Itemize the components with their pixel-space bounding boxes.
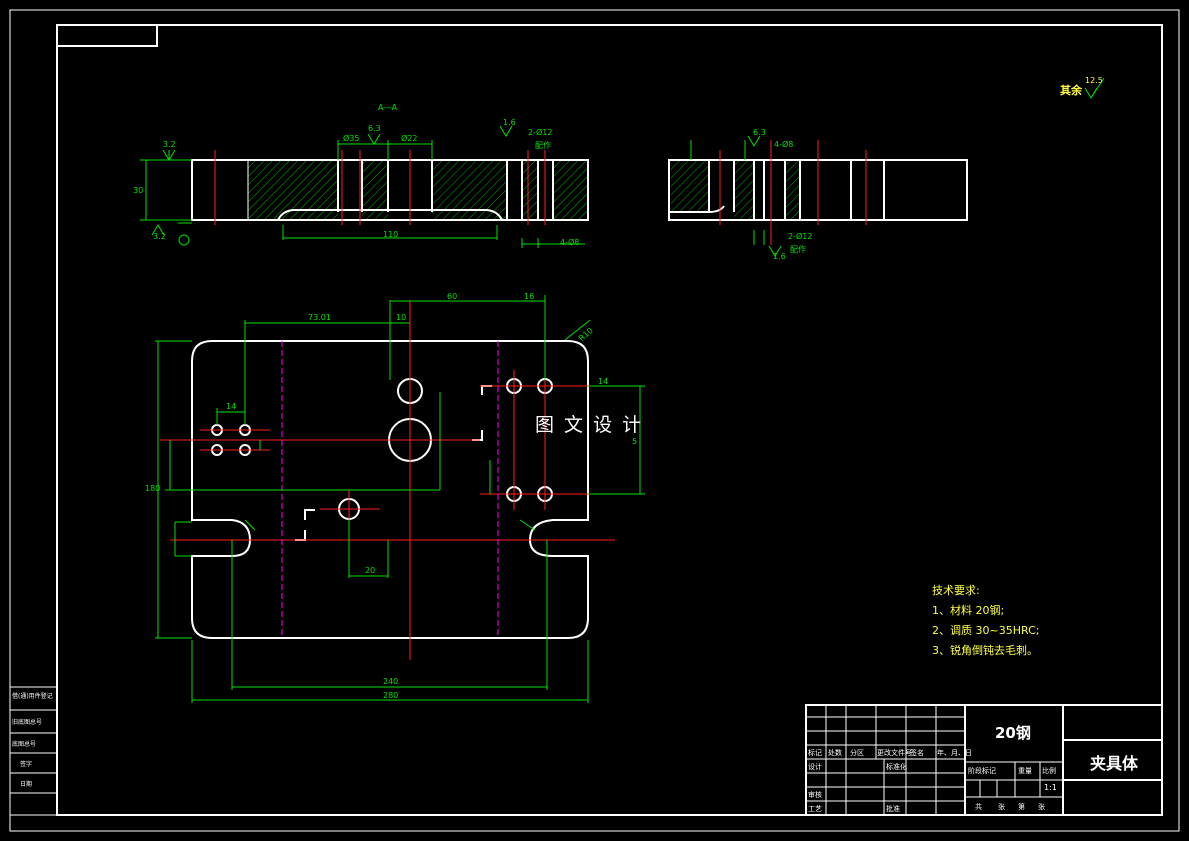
side-table: [9, 686, 58, 816]
dim-280: 280: [383, 691, 399, 700]
section-label: A—A: [378, 103, 397, 112]
top-left-tab: [57, 25, 158, 47]
dim-240: 240: [383, 677, 399, 686]
tech-item-1: 1、材料 20钢;: [932, 604, 1005, 617]
dim-110: 110: [383, 230, 399, 239]
dim-14b: 14: [598, 377, 609, 386]
tb-row-5: 年、月、日: [937, 749, 972, 757]
peizuo-label-b: 配作: [790, 245, 806, 254]
tb-stage-1: 重量: [1018, 767, 1032, 775]
rough-6-3-a: 6.3: [368, 124, 381, 133]
holes-2-label: 2-Ø12: [528, 128, 553, 137]
plan-view: [155, 295, 645, 703]
dim-phi35: Ø35: [343, 134, 360, 143]
tb-left-4: 批准: [886, 805, 900, 813]
rough-3-2-a: 3.2: [163, 140, 176, 149]
tb-row-0: 标记: [808, 749, 822, 757]
side-row-2: 底图总号: [12, 741, 37, 748]
holes-4-label: 4-Ø8: [560, 238, 580, 247]
drawing-frame: [56, 24, 1163, 816]
dim-16: 16: [524, 292, 535, 301]
peizuo-label-a: 配作: [535, 141, 551, 150]
dim-5: 5: [632, 437, 638, 446]
tech-item-2: 2、调质 30~35HRC;: [932, 624, 1040, 637]
tb-row-4: 签名: [910, 749, 924, 757]
side-view: [668, 135, 968, 257]
part-name: 夹具体: [1090, 754, 1139, 773]
sheet-border: [9, 9, 1180, 832]
tb-left-1: 标准化: [886, 763, 907, 771]
tb-left-2: 审核: [808, 791, 822, 799]
tb-stage-0: 阶段标记: [968, 767, 996, 775]
roughness-other-value: 12.5: [1085, 76, 1103, 85]
tb-stage-2: 比例: [1042, 767, 1056, 775]
dim-30: 30: [133, 186, 144, 195]
dim-180: 180: [145, 484, 161, 493]
side-row-4: 日期: [20, 781, 33, 788]
tb-row-3: 更改文件号: [877, 749, 912, 757]
roughness-symbol: [1084, 77, 1105, 99]
side-row-3: 签字: [20, 761, 33, 768]
side-row-0: 借(通)用件登记: [12, 693, 53, 700]
scale-ratio: 1:1: [1044, 783, 1057, 792]
dim-20: 20: [365, 566, 376, 575]
rough-3-2-b: 3.2: [153, 232, 166, 241]
tech-requirements: 技术要求: 1、材料 20钢; 2、调质 30~35HRC; 3、锐角倒钝去毛刺…: [932, 581, 1039, 661]
dim-14: 14: [226, 402, 237, 411]
tb-sheet-3: 张: [1038, 803, 1045, 811]
material-big: 20钢: [995, 724, 1031, 742]
title-block: [805, 704, 1163, 816]
tb-left-0: 设计: [808, 763, 822, 771]
dim-10: 10: [396, 313, 407, 322]
roughness-other-label: 其余: [1060, 84, 1082, 97]
section-view-aa: [140, 125, 589, 248]
tb-sheet-2: 第: [1018, 803, 1025, 811]
watermark: 图 文 设 计: [535, 414, 644, 436]
holes-2-label-b: 2-Ø12: [788, 232, 813, 241]
tb-row-2: 分区: [850, 749, 864, 757]
dim-60: 60: [447, 292, 458, 301]
tb-sheet-0: 共: [975, 803, 982, 811]
rough-1-6-a: 1.6: [503, 118, 516, 127]
tb-sheet-1: 张: [998, 803, 1005, 811]
tb-left-3: 工艺: [808, 805, 822, 813]
dim-phi22: Ø22: [401, 134, 418, 143]
tech-item-3: 3、锐角倒钝去毛刺。: [932, 644, 1038, 657]
side-row-1: 旧底图总号: [12, 719, 43, 726]
rough-1-6-b: 1.6: [773, 252, 786, 261]
dim-73-01: 73.01: [308, 313, 331, 322]
holes-4-label-b: 4-Ø8: [774, 140, 794, 149]
tech-title: 技术要求:: [932, 584, 980, 597]
tb-row-1: 处数: [828, 749, 842, 757]
rough-6-3-b: 6.3: [753, 128, 766, 137]
